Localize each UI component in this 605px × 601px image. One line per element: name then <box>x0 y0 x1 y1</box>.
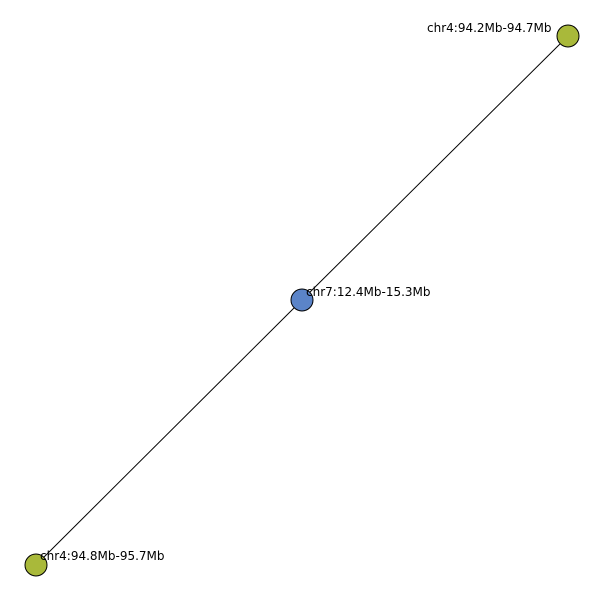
node-chr7-12.4-15.3[interactable] <box>290 288 314 312</box>
edge-center-top <box>301 35 569 301</box>
node-label-chr4-94.8-95.7: chr4:94.8Mb-95.7Mb <box>40 549 165 563</box>
node-label-chr7-12.4-15.3: chr7:12.4Mb-15.3Mb <box>306 285 431 299</box>
node-chr4-94.8-95.7[interactable] <box>24 553 48 577</box>
node-label-chr4-94.2-94.7: chr4:94.2Mb-94.7Mb <box>427 21 552 35</box>
node-chr4-94.2-94.7[interactable] <box>556 24 580 48</box>
edge-center-bottom <box>35 299 303 566</box>
